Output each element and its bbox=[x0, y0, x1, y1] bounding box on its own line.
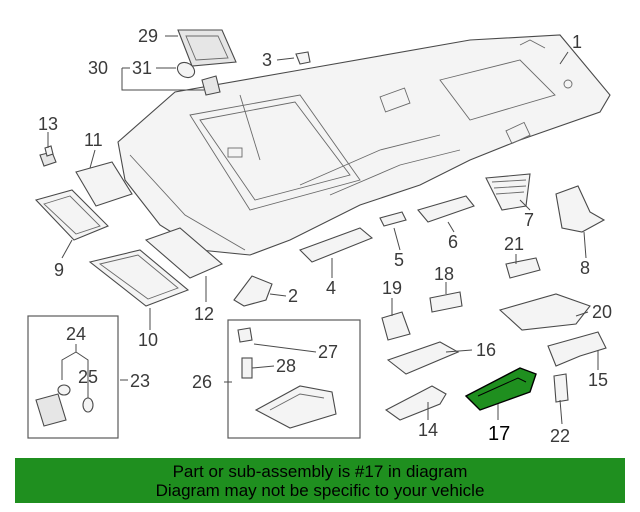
callout-9: 9 bbox=[54, 260, 64, 280]
callout-12: 12 bbox=[194, 304, 214, 324]
callout-5: 5 bbox=[394, 250, 404, 270]
callout-22: 22 bbox=[550, 426, 570, 446]
mirror-part-11 bbox=[75, 161, 133, 207]
bracket-part-19 bbox=[381, 311, 411, 341]
callout-15: 15 bbox=[588, 370, 608, 390]
clip-part-3 bbox=[295, 51, 311, 65]
banner-line-part-number: Part or sub-assembly is #17 in diagram bbox=[172, 462, 468, 481]
callout-19: 19 bbox=[382, 278, 402, 298]
callout-20: 20 bbox=[592, 302, 612, 322]
lamp-part-18 bbox=[429, 291, 463, 313]
callout-27: 27 bbox=[318, 342, 338, 362]
bracket-part-13 bbox=[39, 145, 57, 167]
callout-17: 17 bbox=[488, 423, 510, 445]
parts-diagram: 1 2 3 4 5 6 7 8 9 10 11 12 13 14 15 16 1… bbox=[27, 26, 612, 446]
trim-part-4 bbox=[299, 227, 374, 263]
callout-6: 6 bbox=[448, 232, 458, 252]
info-banner: Part or sub-assembly is #17 in diagram D… bbox=[15, 458, 625, 503]
banner-line-disclaimer: Diagram may not be specific to your vehi… bbox=[155, 481, 485, 500]
callout-16: 16 bbox=[476, 340, 496, 360]
sun-visor-part-12 bbox=[144, 227, 224, 279]
callout-13: 13 bbox=[38, 114, 58, 134]
callout-11: 11 bbox=[84, 130, 103, 150]
clip-part-5 bbox=[379, 211, 407, 227]
vent-part-7 bbox=[485, 173, 531, 211]
callout-31: 31 bbox=[132, 58, 152, 78]
callout-26: 26 bbox=[192, 372, 212, 392]
callout-10: 10 bbox=[138, 330, 158, 350]
callout-7: 7 bbox=[524, 210, 534, 230]
panel-part-16 bbox=[386, 341, 460, 375]
socket-part-30 bbox=[201, 75, 221, 96]
callout-labels: 1 2 3 4 5 6 7 8 9 10 11 12 13 14 15 16 1… bbox=[38, 26, 612, 446]
lamp-part-21 bbox=[505, 257, 541, 279]
callout-14: 14 bbox=[418, 420, 438, 440]
callout-18: 18 bbox=[434, 264, 454, 284]
callout-24: 24 bbox=[66, 324, 86, 344]
panel-part-20 bbox=[498, 293, 591, 331]
map-light-part-29 bbox=[177, 29, 237, 67]
kit-box-26 bbox=[227, 319, 361, 439]
callout-29: 29 bbox=[138, 26, 158, 46]
callout-21: 21 bbox=[504, 234, 524, 254]
callout-2: 2 bbox=[288, 286, 298, 306]
bracket-part-8 bbox=[555, 185, 606, 233]
clip-part-22 bbox=[553, 373, 569, 403]
sun-visor-part-9 bbox=[34, 189, 109, 241]
grab-handle-part-15 bbox=[547, 331, 607, 367]
callout-28: 28 bbox=[276, 356, 296, 376]
callout-30: 30 bbox=[88, 58, 108, 78]
callout-25: 25 bbox=[78, 367, 98, 387]
grab-handle-part-17 bbox=[464, 367, 537, 411]
callout-3: 3 bbox=[262, 50, 272, 70]
callout-1: 1 bbox=[572, 32, 582, 52]
sun-visor-part-10 bbox=[88, 249, 190, 307]
leader-lines bbox=[47, 35, 599, 425]
bulb-part-31 bbox=[176, 61, 196, 79]
grab-handle-part-14 bbox=[384, 385, 447, 421]
callout-23: 23 bbox=[130, 371, 150, 391]
trim-part-6 bbox=[417, 195, 475, 223]
callout-4: 4 bbox=[326, 278, 336, 298]
bracket-part-2 bbox=[233, 275, 273, 307]
callout-8: 8 bbox=[580, 258, 590, 278]
